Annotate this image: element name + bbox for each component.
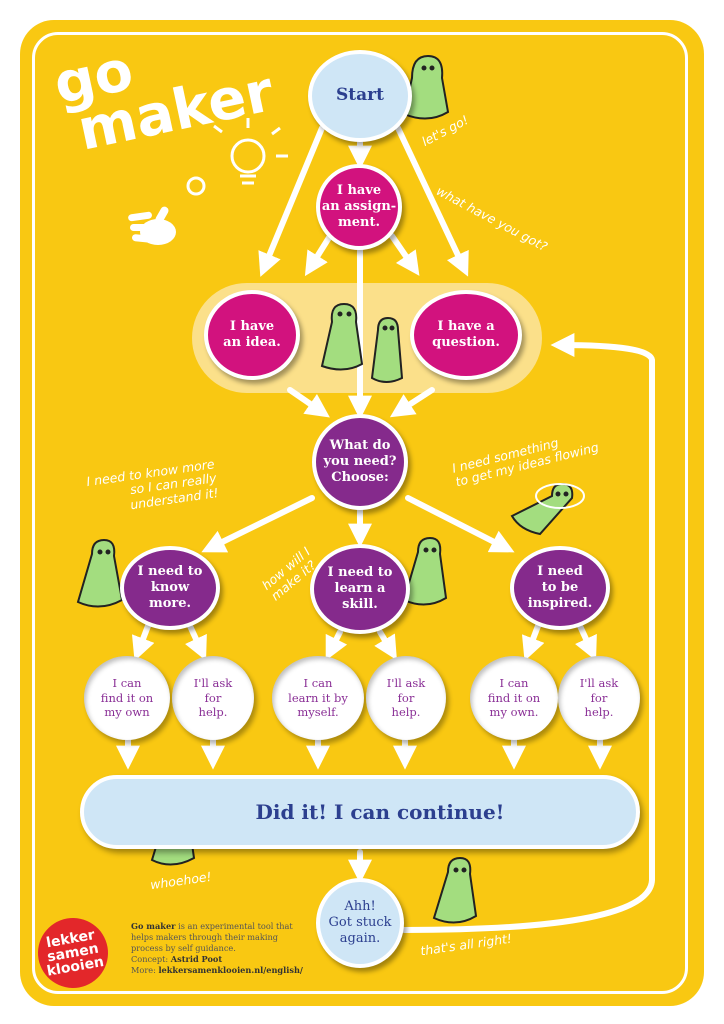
know-more-label: I need to know more.: [137, 563, 203, 612]
question-node: I have a question.: [410, 290, 522, 380]
stuck-node: Ahh! Got stuck again.: [316, 878, 404, 968]
circle-doodle: [186, 176, 206, 196]
footer-credits: Go maker is an experimental tool that he…: [131, 921, 303, 976]
arrow-inspired-opt5: [521, 623, 545, 661]
did-it-banner: Did it! I can continue!: [80, 775, 640, 849]
footer-intro-bold: Go maker: [131, 921, 176, 931]
option-ask-help-2: I'll ask for help.: [366, 656, 446, 740]
question-label: I have a question.: [432, 318, 500, 350]
stuck-label: Ahh! Got stuck again.: [328, 898, 392, 947]
arrow-start-idea: [258, 125, 325, 277]
inspired-label: I need to be inspired.: [527, 563, 593, 612]
did-it-label: Did it! I can continue!: [255, 800, 505, 824]
assignment-label: I have an assign- ment.: [321, 182, 397, 231]
footer-more-link[interactable]: lekkersamenklooien.nl/english/: [158, 965, 303, 975]
footer-more-label: More:: [131, 965, 159, 975]
arrow-skill-opt4: [374, 629, 397, 661]
arrow-idea-need: [287, 387, 330, 418]
idea-label: I have an idea.: [223, 318, 281, 350]
flow-arrows: [116, 125, 655, 933]
option-2-label: I'll ask for help.: [193, 676, 233, 720]
option-1-label: I can find it on my own: [100, 676, 154, 720]
start-label: Start: [336, 85, 384, 106]
figure-start-icon: [402, 54, 450, 120]
figure-know-icon: [76, 538, 124, 608]
arrow-question-need: [389, 387, 435, 418]
option-find-own-2: I can find it on my own.: [470, 656, 558, 740]
arrow-assignment-idea: [304, 233, 333, 277]
option-ask-help-3: I'll ask for help.: [558, 656, 640, 740]
option-6-label: I'll ask for help.: [579, 676, 619, 720]
idea-node: I have an idea.: [204, 290, 300, 380]
arrow-know-opt2: [185, 623, 207, 661]
swirl-doodle: [535, 483, 585, 509]
footer-intro: is an experimental tool that helps maker…: [131, 921, 293, 953]
footer-concept-name: Astrid Poot: [170, 954, 223, 964]
option-5-label: I can find it on my own.: [487, 676, 541, 720]
arrow-assignment-question: [389, 233, 420, 276]
figure-inspired-icon: [510, 482, 574, 536]
footer-concept-label: Concept:: [131, 954, 171, 964]
start-node: Start: [308, 50, 412, 142]
know-more-node: I need to know more.: [120, 546, 220, 630]
figure-question-icon: [370, 316, 404, 383]
option-ask-help-1: I'll ask for help.: [172, 656, 254, 740]
hand-icon: [128, 206, 176, 245]
option-learn-myself: I can learn it by myself.: [272, 656, 364, 740]
arrow-inspired-opt6: [575, 623, 597, 661]
need-label: What do you need? Choose:: [323, 437, 397, 486]
learn-skill-label: I need to learn a skill.: [327, 564, 393, 613]
option-find-own-1: I can find it on my own: [84, 656, 170, 740]
brand-logo-text: lekker samen klooien: [45, 927, 106, 980]
arrow-know-opt1: [131, 623, 155, 661]
option-3-label: I can learn it by myself.: [288, 676, 348, 720]
arrow-start-question: [395, 125, 469, 277]
arrow-skill-opt3: [325, 629, 348, 661]
need-node: What do you need? Choose:: [312, 414, 408, 510]
assignment-node: I have an assign- ment.: [316, 164, 402, 250]
figure-idea-icon: [320, 302, 364, 371]
option-4-label: I'll ask for help.: [386, 676, 426, 720]
arrow-need-inspired: [405, 495, 515, 553]
learn-skill-node: I need to learn a skill.: [310, 544, 410, 634]
lightbulb-icon: [213, 118, 288, 185]
arrow-need-know: [201, 495, 315, 553]
arrow-stuck-loop: [401, 333, 655, 933]
inspired-node: I need to be inspired.: [510, 546, 610, 630]
figure-skill-icon: [402, 536, 448, 606]
figure-walking-icon: [432, 856, 478, 924]
poster-border: [32, 32, 688, 994]
